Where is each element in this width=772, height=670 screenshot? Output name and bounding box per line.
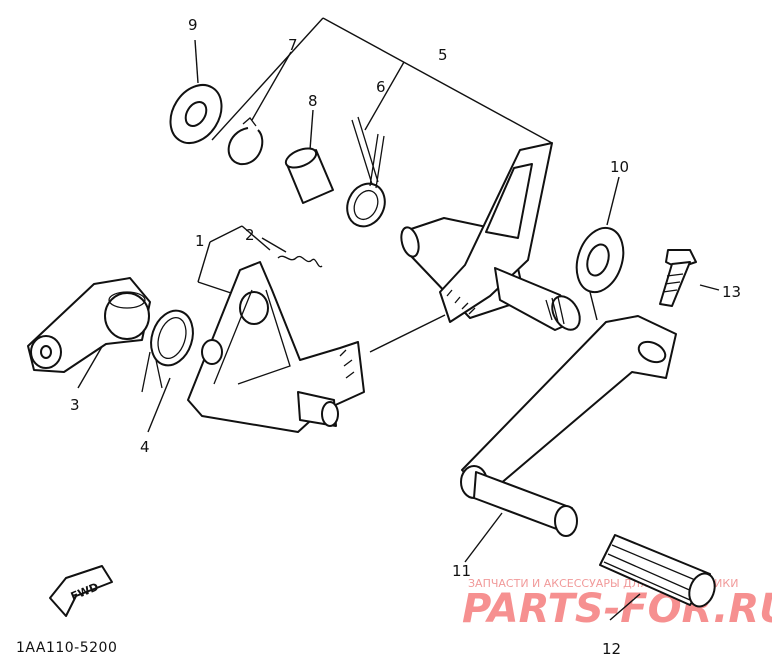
label-1: 1 xyxy=(195,232,205,250)
fwd-arrow-icon: FWD xyxy=(49,565,113,617)
label-7: 7 xyxy=(288,36,298,54)
part-9-washer xyxy=(169,84,223,144)
part-2-spring xyxy=(277,255,323,268)
part-13-bolt xyxy=(659,249,697,307)
label-8: 8 xyxy=(308,92,318,110)
diagram-code: 1AA110-5200 xyxy=(16,640,117,656)
watermark-brand: PARTS-FOR.RU xyxy=(462,586,772,632)
label-13: 13 xyxy=(722,283,741,301)
label-9: 9 xyxy=(188,16,198,34)
callout-numbers: 9 7 5 6 8 10 1 2 13 3 4 11 12 xyxy=(70,16,741,658)
part-7-circlip xyxy=(227,117,264,166)
part-12-pedal-rubber xyxy=(599,534,716,608)
part-11-shift-pedal xyxy=(460,315,677,537)
label-10: 10 xyxy=(610,158,629,176)
label-12: 12 xyxy=(602,640,621,658)
part-8-collar xyxy=(284,147,334,204)
part-10-oil-seal xyxy=(575,226,625,294)
label-3: 3 xyxy=(70,396,80,414)
label-6: 6 xyxy=(376,78,386,96)
part-6-spring xyxy=(346,116,386,228)
label-5: 5 xyxy=(438,46,448,64)
label-2: 2 xyxy=(245,226,255,244)
part-3-arm xyxy=(27,277,151,373)
part-4-spring xyxy=(141,309,194,393)
label-4: 4 xyxy=(140,438,150,456)
shift-shaft-assembly xyxy=(400,142,581,331)
label-11: 11 xyxy=(452,562,471,580)
part-1-lever xyxy=(187,261,365,433)
